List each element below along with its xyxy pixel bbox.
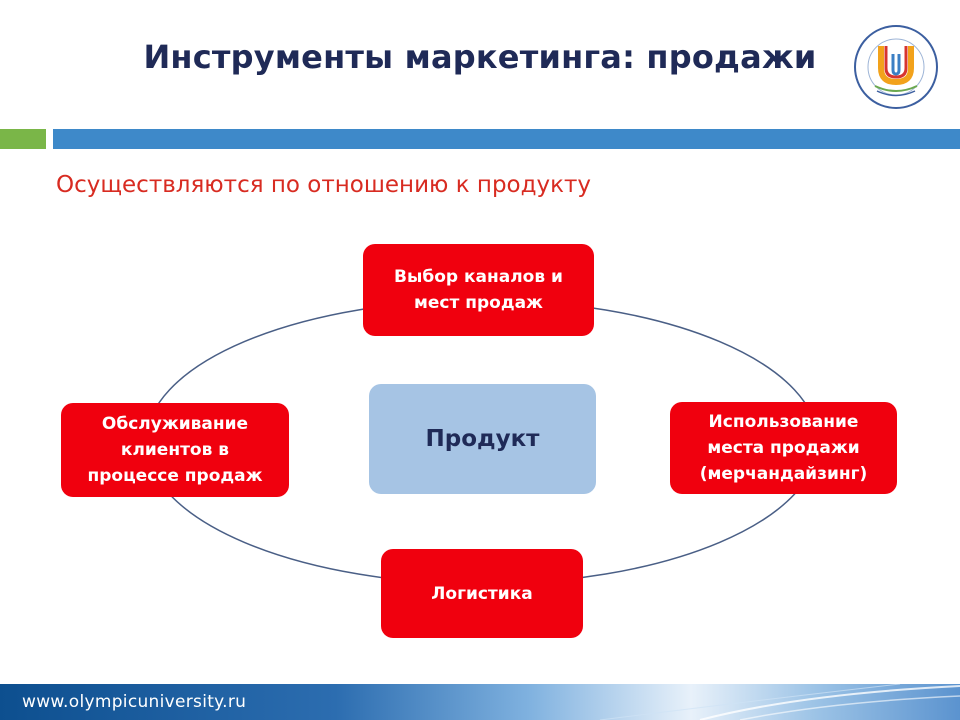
node-customer-service: Обслуживание клиентов в процессе продаж — [61, 403, 289, 497]
node-logistics-label: Логистика — [431, 583, 533, 604]
slide-subtitle: Осуществляются по отношению к продукту — [56, 172, 592, 198]
accent-bar-green — [0, 129, 46, 149]
footer-url-link[interactable]: www.olympicuniversity.ru — [22, 692, 247, 712]
accent-bar-blue — [53, 129, 960, 149]
node-merchandising: Использование места продажи (мерчандайзи… — [670, 402, 897, 494]
node-sales-channels-label: Выбор каналов и мест продаж — [394, 267, 563, 313]
center-node-product: Продукт — [369, 384, 596, 494]
center-node-label: Продукт — [425, 426, 540, 452]
node-logistics: Логистика — [381, 549, 583, 638]
footer-swoosh-decoration — [599, 684, 960, 720]
node-customer-service-label: Обслуживание клиентов в процессе продаж — [87, 414, 263, 486]
node-sales-channels: Выбор каналов и мест продаж — [363, 244, 594, 336]
university-logo-icon — [854, 25, 938, 109]
footer-bar: www.olympicuniversity.ru — [0, 684, 960, 720]
slide-title: Инструменты маркетинга: продажи — [143, 38, 817, 76]
node-merchandising-label: Использование места продажи (мерчандайзи… — [699, 412, 868, 484]
